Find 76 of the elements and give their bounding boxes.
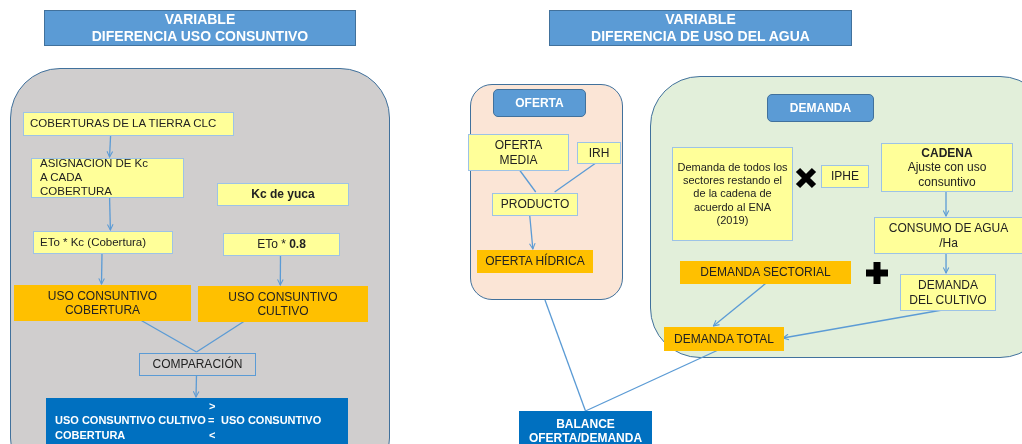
- process-box: [33, 231, 173, 254]
- box-label: IRH: [588, 145, 610, 161]
- box-label: VARIABLE: [665, 11, 736, 28]
- group-panel: [10, 68, 390, 444]
- result-box: [198, 286, 368, 322]
- group-panel: [470, 84, 623, 300]
- box-label: VARIABLE: [164, 11, 236, 28]
- connector-line: [518, 169, 537, 193]
- box-label: DEMANDA SECTORIAL: [700, 265, 831, 280]
- result-text: >: [209, 400, 216, 414]
- process-box: [900, 274, 996, 311]
- box-label: ETo * Kc (Cobertura): [40, 235, 147, 250]
- result-text: <: [209, 429, 216, 443]
- connector-arrow: [712, 282, 767, 327]
- box-label: PRODUCTO: [500, 197, 570, 212]
- result-text: USO CONSUNTIVO CULTIVO: [55, 414, 206, 428]
- box-label: USO CONSUNTIVO COBERTURA: [46, 288, 159, 318]
- connector-line: [195, 320, 246, 353]
- process-box: [821, 165, 869, 188]
- connector-arrow: [98, 252, 105, 285]
- connector-line: [139, 319, 198, 353]
- process-box: [881, 143, 1013, 192]
- box-label: USO CONSUNTIVO CULTIVO: [227, 289, 339, 319]
- box-label: ASIGNACION DE Kc A CADA COBERTURA: [40, 157, 149, 199]
- connector-arrow: [192, 374, 200, 398]
- connector-line: [554, 162, 597, 193]
- title-banner: [44, 10, 356, 46]
- box-label: DEMANDA: [789, 100, 852, 116]
- box-label: COMPARACIÓN: [152, 357, 243, 372]
- box-label: BALANCE OFERTA/DEMANDA: [527, 416, 644, 444]
- result-box: [680, 261, 851, 284]
- connector-arrow: [106, 196, 114, 231]
- process-box: [874, 217, 1022, 254]
- connector-line: [584, 349, 719, 412]
- box-label: OFERTA: [515, 95, 564, 111]
- process-box: [23, 112, 234, 136]
- section-header: [767, 94, 874, 122]
- result-box: [477, 250, 593, 273]
- process-box: [217, 183, 349, 206]
- group-panel: [650, 76, 1022, 358]
- connector-arrow: [106, 134, 114, 158]
- connector-arrow: [529, 214, 536, 250]
- title-banner: [549, 10, 852, 46]
- box-label: Kc de yuca: [251, 187, 315, 202]
- process-box: [31, 158, 184, 198]
- process-box: [577, 142, 621, 164]
- box-label: IPHE: [831, 169, 859, 184]
- process-box: [139, 353, 256, 376]
- connector-arrow: [277, 254, 284, 286]
- result-box: [664, 327, 784, 351]
- box-label: DIFERENCIA DE USO DEL AGUA: [591, 28, 810, 45]
- process-box: [492, 193, 578, 216]
- box-label: CONSUMO DE AGUA /Ha: [887, 221, 1010, 250]
- box-label: DEMANDA DEL CULTIVO: [908, 278, 988, 307]
- result-box: [519, 411, 652, 444]
- connector-arrow: [942, 190, 950, 217]
- process-box: [223, 233, 340, 256]
- box-label: ETo *0.8: [257, 237, 306, 252]
- box-label: OFERTA MEDIA: [493, 138, 544, 167]
- box-label: DEMANDA TOTAL: [674, 331, 774, 347]
- box-label: Ajuste con uso consuntivo: [906, 160, 988, 190]
- result-text: USO CONSUNTIVO: [221, 414, 322, 428]
- box-label: DIFERENCIA USO CONSUNTIVO: [91, 28, 309, 45]
- box-label: CADENA: [921, 145, 973, 161]
- box-label: OFERTA HÍDRICA: [485, 254, 585, 269]
- box-label: Demanda de todos los sectores restando el de la cadena de acuerdo al ENA (2019): [677, 161, 788, 227]
- box-label: COBERTURAS DE LA TIERRA CLC: [30, 117, 217, 131]
- process-box: [468, 134, 569, 171]
- result-text: =: [208, 414, 215, 428]
- connector-line: [544, 299, 587, 412]
- result-box: [46, 398, 348, 444]
- result-text: COBERTURA: [55, 429, 126, 443]
- process-box: [672, 147, 793, 241]
- section-header: [493, 89, 586, 117]
- connector-arrow: [942, 252, 950, 274]
- result-box: [14, 285, 191, 321]
